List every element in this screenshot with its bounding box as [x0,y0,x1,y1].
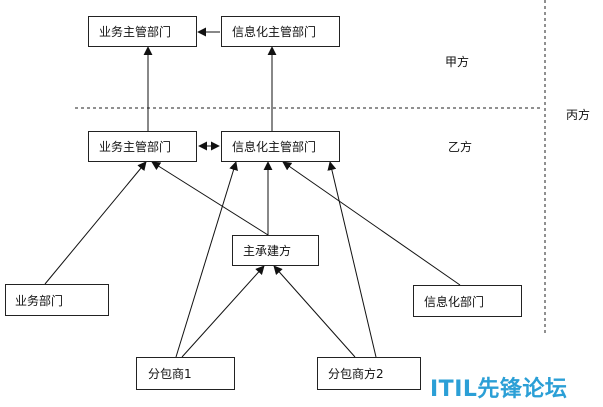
arrow-business-dept-to-yi-business [44,161,147,285]
arrow-sub1-to-main [181,265,265,358]
box-label: 信息化主管部门 [232,140,317,154]
box-yi-business-dept: 业务主管部门 [88,131,197,162]
box-jia-business-dept: 业务主管部门 [88,16,197,47]
box-label: 业务主管部门 [99,140,172,154]
arrow-main-to-yi-business [151,161,269,236]
arrow-sub2-to-main [273,265,356,358]
label-party-a: 甲方 [445,55,470,69]
box-subcontractor-1: 分包商1 [136,357,235,390]
box-label: 业务主管部门 [99,25,172,39]
box-it-dept: 信息化部门 [413,285,522,317]
box-label: 业务部门 [15,293,64,308]
arrow-it-dept-to-yi-it [282,161,461,286]
box-yi-it-dept: 信息化主管部门 [221,131,340,162]
forum-watermark: ITIL先锋论坛 [430,377,568,402]
box-jia-it-dept: 信息化主管部门 [221,16,340,47]
box-label: 信息化主管部门 [232,25,317,39]
box-label: 主承建方 [243,244,292,258]
label-party-c: 丙方 [566,108,591,122]
label-party-b: 乙方 [448,140,473,154]
arrow-sub2-to-yi-it [327,161,377,358]
box-label: 分包商1 [148,367,192,381]
arrow-sub1-to-yi-it [175,161,238,358]
box-label: 信息化部门 [424,294,485,309]
box-label: 分包商方2 [328,367,384,381]
box-main-contractor: 主承建方 [232,235,319,266]
box-business-dept: 业务部门 [5,284,109,316]
box-subcontractor-2: 分包商方2 [317,357,421,390]
